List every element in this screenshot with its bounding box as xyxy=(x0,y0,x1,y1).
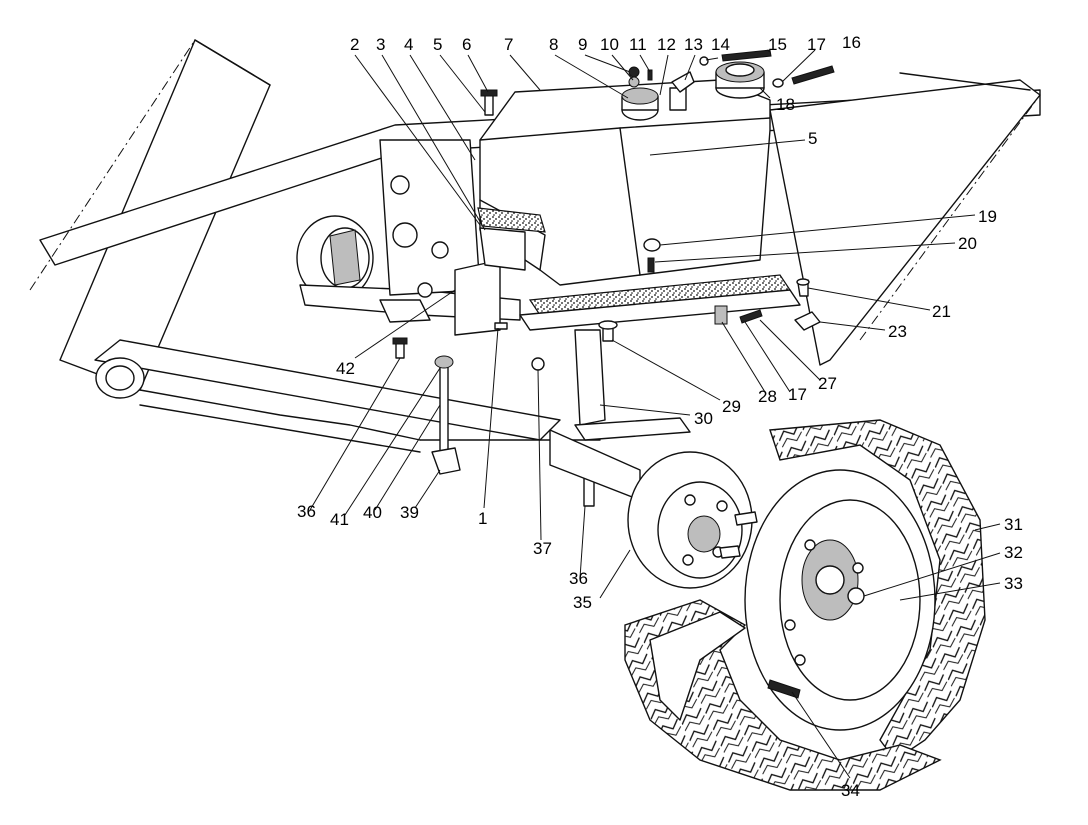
callout-3: 3 xyxy=(376,35,385,54)
callout-35: 35 xyxy=(573,593,592,612)
callout-19: 19 xyxy=(978,207,997,226)
callout-40: 40 xyxy=(363,503,382,522)
callout-10: 10 xyxy=(600,35,619,54)
callout-16: 16 xyxy=(842,33,861,52)
fuel-tank xyxy=(477,61,801,331)
callout-33: 33 xyxy=(1004,574,1023,593)
callout-15: 15 xyxy=(768,35,787,54)
callout-34: 34 xyxy=(841,781,860,800)
small-hardware xyxy=(392,49,835,507)
callout-20: 20 xyxy=(958,234,977,253)
callout-18: 18 xyxy=(776,95,795,114)
right-axle-hub xyxy=(549,429,758,589)
callout-12: 12 xyxy=(657,35,676,54)
callout-37: 37 xyxy=(533,539,552,558)
callout-1: 1 xyxy=(478,509,487,528)
callout-5-right: 5 xyxy=(808,129,817,148)
callout-23: 23 xyxy=(888,322,907,341)
callout-27: 27 xyxy=(818,374,837,393)
callout-36-left: 36 xyxy=(297,502,316,521)
callout-29: 29 xyxy=(722,397,741,416)
wheel-and-tire xyxy=(624,419,986,791)
callout-31: 31 xyxy=(1004,515,1023,534)
callout-4: 4 xyxy=(404,35,413,54)
callout-9: 9 xyxy=(578,35,587,54)
callout-41: 41 xyxy=(330,510,349,529)
callout-17-top: 17 xyxy=(807,35,826,54)
callout-7: 7 xyxy=(504,35,513,54)
callout-6: 6 xyxy=(462,35,471,54)
callout-21: 21 xyxy=(932,302,951,321)
callout-28: 28 xyxy=(758,387,777,406)
callout-5: 5 xyxy=(433,35,442,54)
callout-labels: 2 3 4 5 6 7 8 9 10 11 12 13 14 15 17 16 … xyxy=(297,33,1023,800)
callout-8: 8 xyxy=(549,35,558,54)
callout-30: 30 xyxy=(694,409,713,428)
leader-lines xyxy=(309,49,1001,779)
callout-39: 39 xyxy=(400,503,419,522)
callout-13: 13 xyxy=(684,35,703,54)
callout-14: 14 xyxy=(711,35,730,54)
callout-36-right: 36 xyxy=(569,569,588,588)
callout-42: 42 xyxy=(336,359,355,378)
callout-17-mid: 17 xyxy=(788,385,807,404)
callout-32: 32 xyxy=(1004,543,1023,562)
callout-11: 11 xyxy=(629,35,647,54)
callout-2: 2 xyxy=(350,35,359,54)
